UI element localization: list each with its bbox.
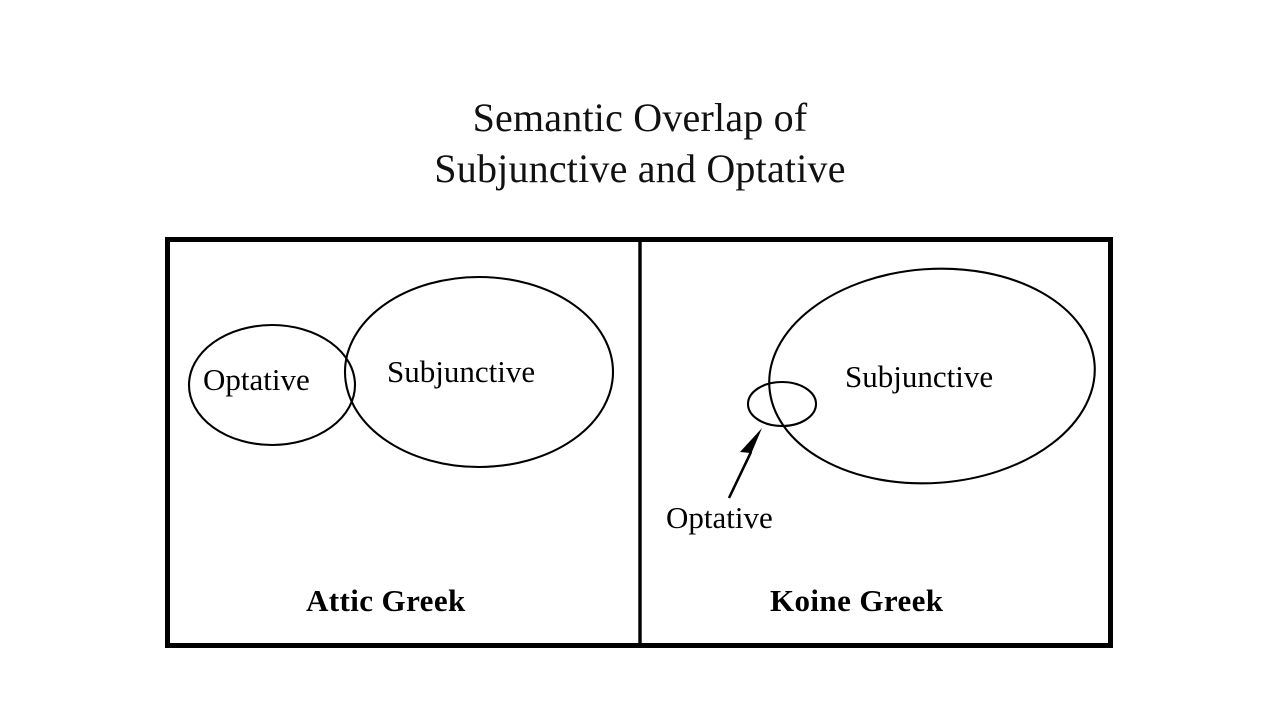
koine-subjunctive-ellipse [768,267,1096,485]
optative-callout-arrow [727,428,762,499]
panel-koine-greek [727,267,1096,499]
arrow-head-icon [740,428,762,466]
koine-subjunctive-label: Subjunctive [845,359,994,394]
koine-greek-caption: Koine Greek [770,583,944,618]
page-title: Semantic Overlap of Subjunctive and Opta… [0,92,1280,194]
attic-optative-ellipse [187,323,357,447]
page-title-line-2: Subjunctive and Optative [434,146,846,191]
arrow-shaft [727,451,753,499]
attic-greek-caption: Attic Greek [306,583,466,618]
koine-optative-callout-label: Optative [666,500,773,535]
attic-subjunctive-label: Subjunctive [387,354,536,389]
panel-attic-greek [187,275,615,469]
attic-optative-label: Optative [203,362,310,397]
page-title-line-1: Semantic Overlap of [472,95,808,140]
attic-subjunctive-ellipse [343,275,615,469]
koine-optative-ellipse [746,380,818,428]
